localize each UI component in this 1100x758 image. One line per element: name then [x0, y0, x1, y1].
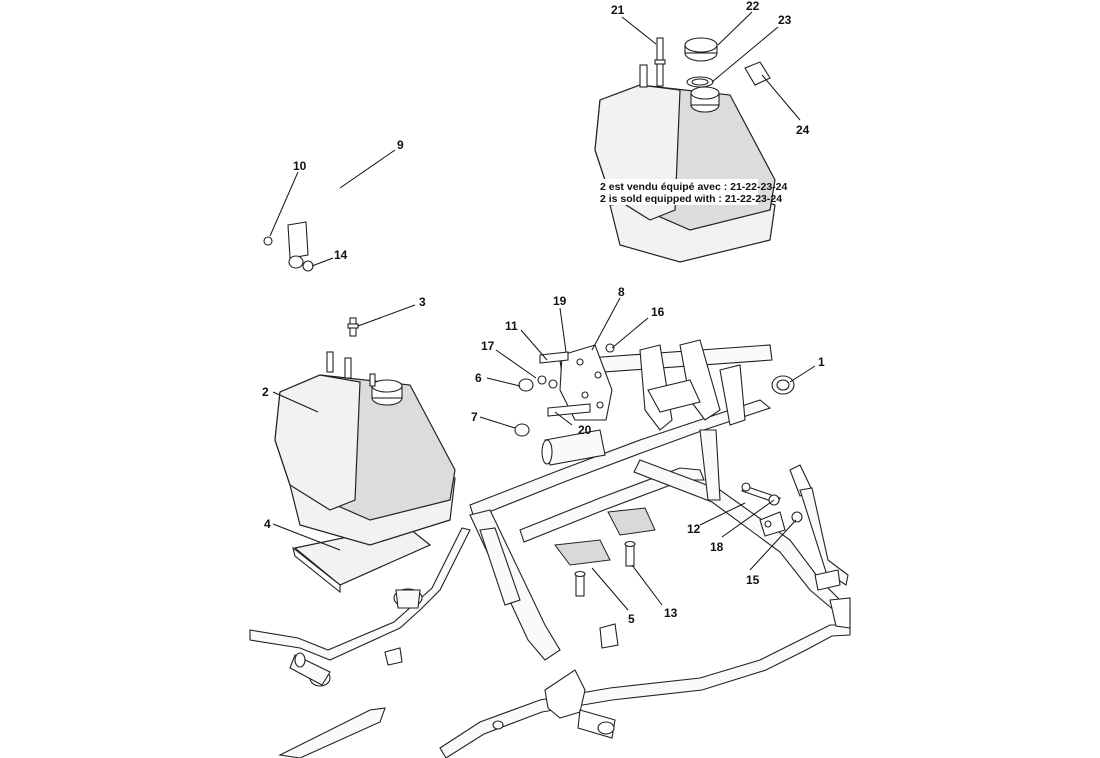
bolt-5	[574, 570, 586, 597]
callout-21: 21	[611, 3, 625, 17]
grommet-1	[771, 375, 795, 395]
fitting-3	[347, 317, 359, 337]
callout-12: 12	[687, 522, 701, 536]
callout-17: 17	[481, 339, 495, 353]
callout-22: 22	[746, 0, 760, 13]
callout-4: 4	[264, 517, 271, 531]
fuel-hose-9	[263, 186, 360, 311]
fuel-tank-detail	[594, 37, 776, 263]
callout-11: 11	[505, 319, 518, 333]
callout-20: 20	[578, 423, 592, 437]
leader-lines	[269, 11, 816, 611]
callout-23: 23	[778, 13, 792, 27]
callout-labels: 1 2 3 4 5 6 7 8 9 10 11 12 13 14 15 16 1…	[262, 0, 825, 626]
nut-15	[791, 511, 803, 523]
callout-15: 15	[746, 573, 760, 587]
note-line-fr: 2 est vendu équipé avec : 21-22-23-24	[600, 181, 787, 193]
tank-bracket	[514, 343, 615, 437]
callout-24: 24	[796, 123, 810, 137]
callout-3: 3	[419, 295, 426, 309]
callout-10: 10	[293, 159, 307, 173]
callout-16: 16	[651, 305, 665, 319]
callout-5: 5	[628, 612, 635, 626]
tube-clamp	[541, 429, 606, 466]
note-background	[596, 179, 758, 205]
bolt-12	[741, 482, 781, 506]
callout-14: 14	[334, 248, 348, 262]
callout-7: 7	[471, 410, 478, 424]
callout-13: 13	[664, 606, 678, 620]
callout-2: 2	[262, 385, 269, 399]
callout-1: 1	[818, 355, 825, 369]
callout-18: 18	[710, 540, 724, 554]
fuel-tank-2	[274, 351, 456, 594]
callout-9: 9	[397, 138, 404, 152]
note-line-en: 2 is sold equipped with : 21-22-23-24	[600, 193, 782, 205]
bolt-13	[624, 540, 636, 567]
callout-8: 8	[618, 285, 625, 299]
callout-6: 6	[475, 371, 482, 385]
kart-frame	[249, 344, 851, 758]
callout-19: 19	[553, 294, 567, 308]
seat-mount-plate	[639, 339, 746, 431]
